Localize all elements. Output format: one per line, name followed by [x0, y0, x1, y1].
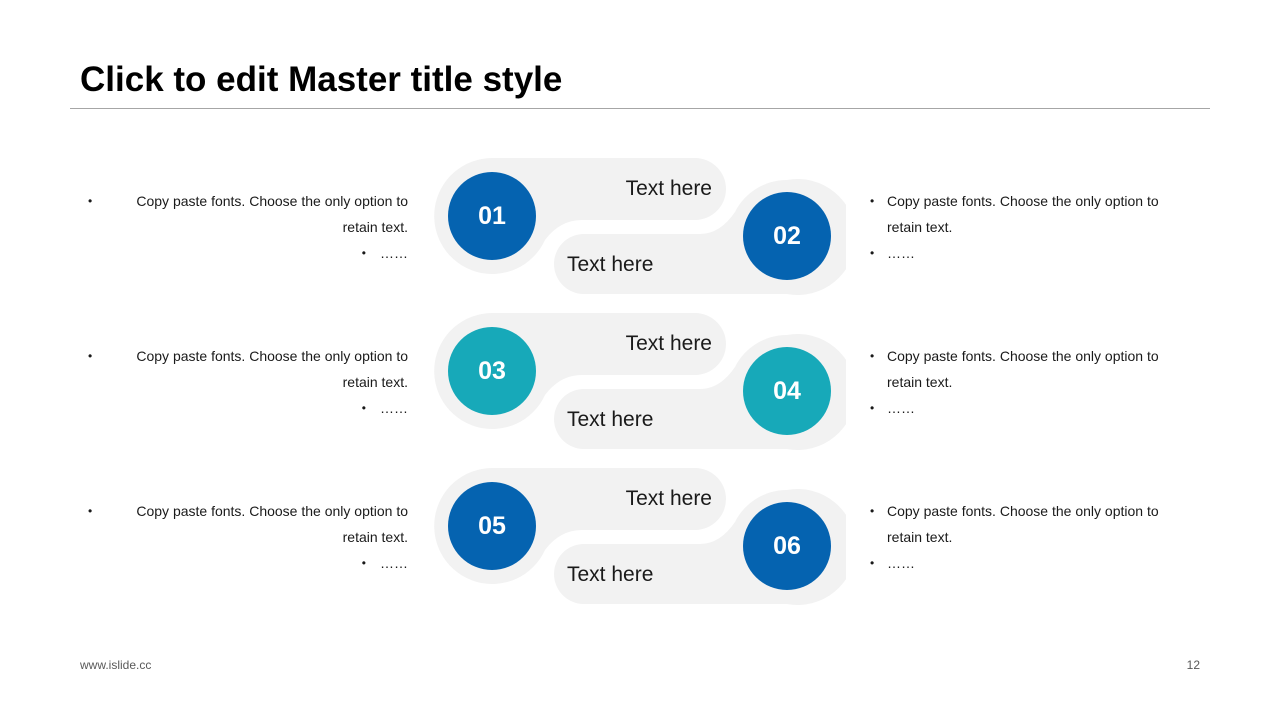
left-bullet-list: Copy paste fonts. Choose the only option… [88, 343, 408, 421]
step-number-badge-06: 06 [743, 502, 831, 590]
bullet-item: …… [88, 550, 408, 576]
step-row-1: 01 02 Text here Text here Copy paste fon… [0, 158, 1280, 298]
bullet-item: Copy paste fonts. Choose the only option… [88, 498, 408, 550]
bullet-item: Copy paste fonts. Choose the only option… [88, 188, 408, 240]
step-label-top: Text here [625, 177, 712, 200]
step-number-badge-04: 04 [743, 347, 831, 435]
title-divider [70, 108, 1210, 109]
slide-title: Click to edit Master title style [80, 60, 563, 99]
bullet-item: …… [88, 395, 408, 421]
bullet-item: …… [870, 395, 1190, 421]
bullet-item: …… [88, 240, 408, 266]
step-number-badge-01: 01 [448, 172, 536, 260]
bullet-item: Copy paste fonts. Choose the only option… [870, 343, 1190, 395]
step-label-top: Text here [625, 487, 712, 510]
bullet-item: Copy paste fonts. Choose the only option… [870, 498, 1190, 550]
page-number: 12 [1186, 658, 1200, 672]
step-number-badge-05: 05 [448, 482, 536, 570]
step-label-bottom: Text here [567, 408, 654, 431]
step-label-bottom: Text here [567, 253, 654, 276]
footer-website: www.islide.cc [80, 658, 152, 672]
step-row-3: 05 06 Text here Text here Copy paste fon… [0, 468, 1280, 608]
bullet-item: …… [870, 240, 1190, 266]
right-bullet-list: Copy paste fonts. Choose the only option… [870, 188, 1190, 266]
step-number-badge-02: 02 [743, 192, 831, 280]
step-row-2: 03 04 Text here Text here Copy paste fon… [0, 313, 1280, 453]
bullet-item: …… [870, 550, 1190, 576]
step-label-bottom: Text here [567, 563, 654, 586]
right-bullet-list: Copy paste fonts. Choose the only option… [870, 343, 1190, 421]
bullet-item: Copy paste fonts. Choose the only option… [870, 188, 1190, 240]
right-bullet-list: Copy paste fonts. Choose the only option… [870, 498, 1190, 576]
left-bullet-list: Copy paste fonts. Choose the only option… [88, 188, 408, 266]
bullet-item: Copy paste fonts. Choose the only option… [88, 343, 408, 395]
left-bullet-list: Copy paste fonts. Choose the only option… [88, 498, 408, 576]
step-number-badge-03: 03 [448, 327, 536, 415]
step-label-top: Text here [625, 332, 712, 355]
